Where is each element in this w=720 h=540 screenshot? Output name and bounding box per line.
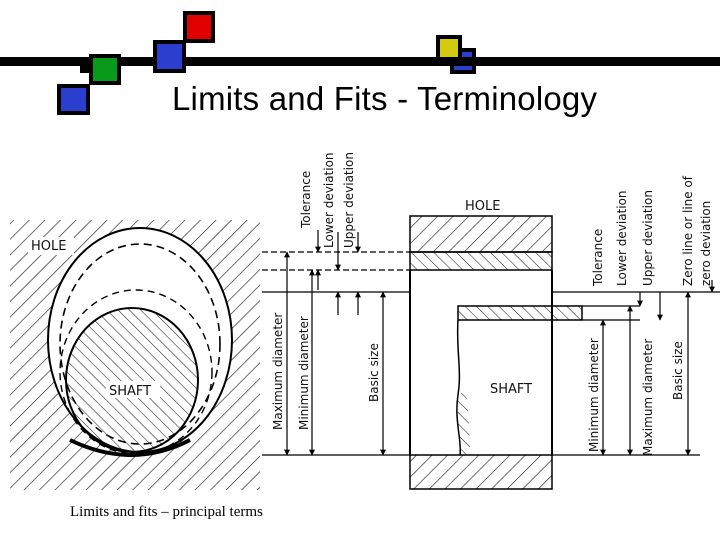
center-dimensions [262,230,410,456]
left-hole-label: HOLE [31,239,66,254]
right-lower-deviation-label: Lower deviation [615,190,629,286]
left-tolerance-label: Tolerance [299,171,313,229]
right-upper-deviation-label: Upper deviation [641,190,655,286]
zero-line-label-2: zero deviation [699,201,713,286]
right-shaft-label: SHAFT [490,382,532,397]
left-basic-size-label: Basic size [367,343,381,402]
left-hole-label-bg [28,237,74,255]
right-hole-label: HOLE [465,199,500,214]
left-shaft-label: SHAFT [109,384,151,399]
right-minimum-diameter-label: Minimum diameter [587,338,601,452]
title-bar-line [0,57,720,66]
right-dimension-labels: Tolerance Lower deviation Upper deviatio… [587,175,713,456]
left-minimum-diameter-label: Minimum diameter [297,316,311,430]
slide-title: Limits and Fits - Terminology [172,80,598,117]
figure-caption: Limits and fits – principal terms [70,504,263,520]
left-lower-deviation-label: Lower deviation [322,152,336,248]
green-square-icon [89,54,121,85]
blue-square-icon [153,40,186,73]
center-dimension-labels: Tolerance Lower deviation Upper deviatio… [271,152,381,430]
left-section-view: HOLE SHAFT [10,220,260,490]
right-tolerance-label: Tolerance [591,229,605,287]
right-maximum-diameter-label: Maximum diameter [641,339,655,456]
red-square-icon [183,11,215,43]
right-basic-size-label: Basic size [671,341,685,400]
right-hole-label-bg [462,196,506,214]
right-dimensions [552,280,720,456]
zero-line-label-1: Zero line or line of [681,175,695,286]
right-section-view: HOLE SHAFT [409,196,583,490]
left-upper-deviation-label: Upper deviation [342,152,356,248]
yellow-square-icon [436,35,462,61]
left-shaft-label-bg [106,381,160,398]
blue-square-small-icon [57,84,90,115]
left-maximum-diameter-label: Maximum diameter [271,313,285,430]
